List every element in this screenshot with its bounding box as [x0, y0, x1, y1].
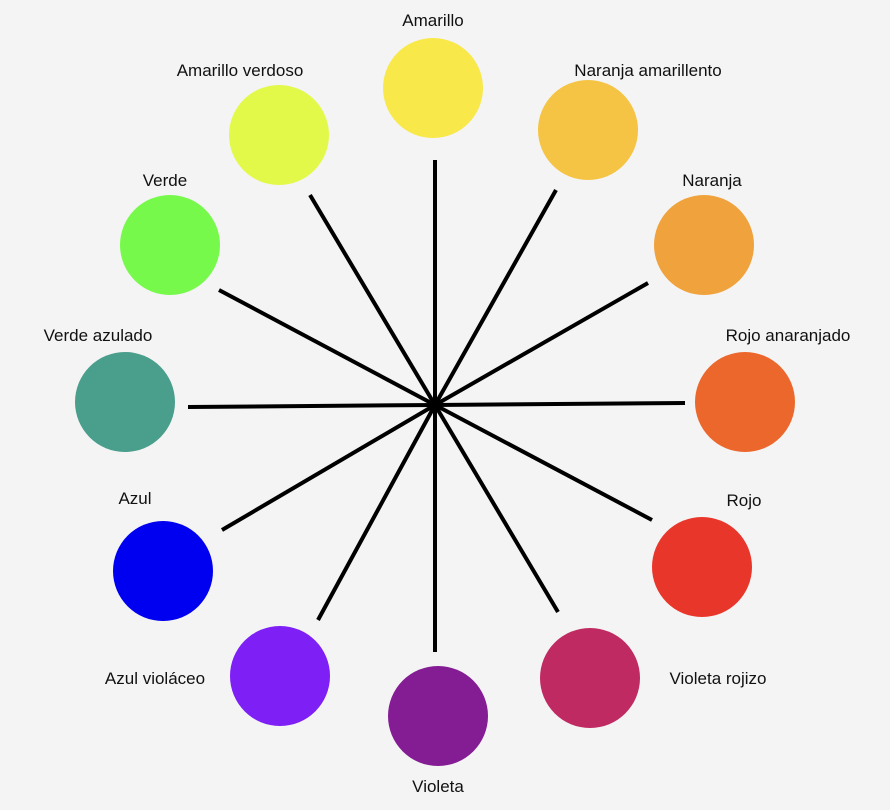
spoke-line-azul — [220, 403, 437, 532]
color-swatch-rojo — [652, 517, 752, 617]
color-label-violeta-rojizo: Violeta rojizo — [669, 669, 766, 688]
color-label-amarillo-verdoso: Amarillo verdoso — [177, 61, 304, 80]
color-swatch-amarillo — [383, 38, 483, 138]
color-label-azul-violaceo: Azul violáceo — [105, 669, 205, 688]
color-swatch-verde — [120, 195, 220, 295]
spoke-line-naranja — [434, 281, 649, 407]
spoke-line-amarillo-verdoso — [308, 193, 437, 407]
color-swatch-verde-azulado — [75, 352, 175, 452]
spoke-line-rojo — [434, 403, 653, 522]
color-label-violeta: Violeta — [412, 777, 464, 796]
color-label-amarillo: Amarillo — [402, 11, 463, 30]
color-label-verde: Verde — [143, 171, 187, 190]
color-label-azul: Azul — [118, 489, 151, 508]
color-swatch-violeta — [388, 666, 488, 766]
spoke-line-verde-azulado — [187, 403, 436, 409]
spoke-line-naranja-amarillento — [433, 189, 558, 406]
color-swatch-azul-violaceo — [230, 626, 330, 726]
spoke-line-azul-violaceo — [316, 404, 437, 621]
color-label-rojo-anaranjado: Rojo anaranjado — [726, 326, 851, 345]
color-swatch-violeta-rojizo — [540, 628, 640, 728]
color-swatch-azul — [113, 521, 213, 621]
color-label-verde-azulado: Verde azulado — [44, 326, 153, 345]
color-swatch-naranja-amarillento — [538, 80, 638, 180]
spoke-line-violeta-rojizo — [433, 403, 560, 614]
color-label-rojo: Rojo — [727, 491, 762, 510]
color-swatch-amarillo-verdoso — [229, 85, 329, 185]
spoke-line-rojo-anaranjado — [434, 401, 686, 407]
spoke-line-verde — [218, 288, 436, 407]
color-label-naranja-amarillento: Naranja amarillento — [574, 61, 721, 80]
color-swatch-naranja — [654, 195, 754, 295]
color-swatch-rojo-anaranjado — [695, 352, 795, 452]
color-label-naranja: Naranja — [682, 171, 742, 190]
